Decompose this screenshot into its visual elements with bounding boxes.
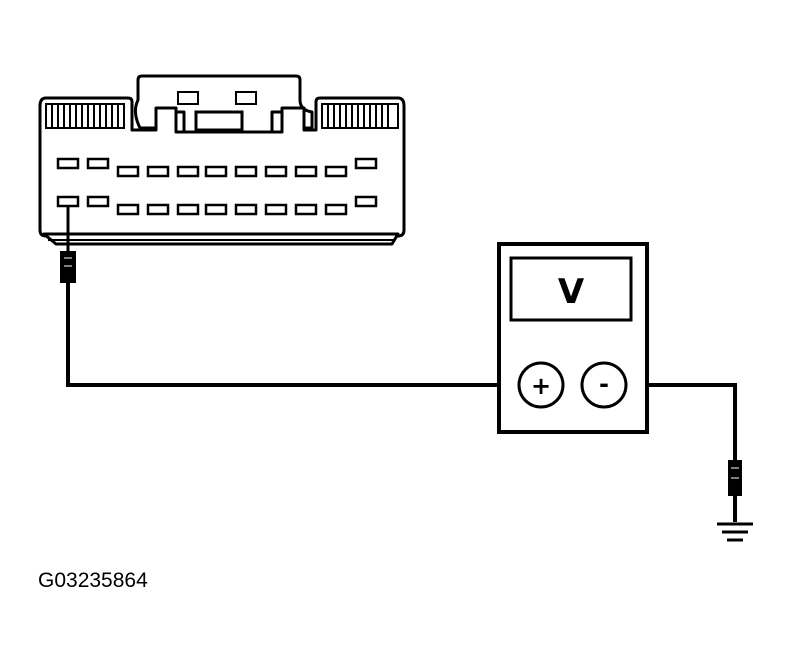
test-leads — [66, 282, 737, 522]
terminal-cavity — [116, 203, 140, 216]
terminal-cavity — [176, 165, 200, 178]
connector-ribs-left — [45, 103, 125, 129]
negative-lead-wire — [626, 383, 737, 462]
positive-lead-wire — [66, 282, 520, 387]
voltmeter-display-text: V — [558, 272, 585, 312]
terminal-cavity — [294, 203, 318, 216]
negative-terminal-symbol: - — [599, 370, 609, 398]
back-probe — [60, 206, 76, 283]
voltmeter: V + - — [497, 242, 649, 434]
terminal-cavity — [176, 203, 200, 216]
connector-ribs-right — [321, 103, 399, 129]
ground-lead-clip — [728, 460, 742, 496]
terminal-cavity — [234, 203, 258, 216]
terminal-cavity — [354, 157, 378, 170]
terminal-cavity — [56, 195, 80, 208]
negative-terminal — [580, 361, 628, 409]
terminal-cavity — [324, 203, 348, 216]
terminal-cavity — [146, 165, 170, 178]
terminal-cavity — [264, 165, 288, 178]
terminal-cavity — [324, 165, 348, 178]
terminal-cavity — [86, 195, 110, 208]
terminal-cavity — [294, 165, 318, 178]
voltmeter-display — [509, 256, 633, 322]
terminal-cavity — [234, 165, 258, 178]
positive-terminal-symbol: + — [531, 372, 551, 400]
positive-terminal — [517, 361, 565, 409]
terminal-cavity — [116, 165, 140, 178]
terminal-cavity — [204, 165, 228, 178]
terminal-cavity — [204, 203, 228, 216]
connector-terminals — [56, 157, 378, 216]
terminal-cavity — [354, 195, 378, 208]
connector-latch-windows — [177, 91, 257, 132]
terminal-cavity — [264, 203, 288, 216]
ground-symbol-icon — [717, 522, 753, 542]
figure-id: G03235864 — [38, 569, 148, 592]
terminal-cavity — [56, 157, 80, 170]
terminal-cavity — [86, 157, 110, 170]
terminal-cavity — [146, 203, 170, 216]
